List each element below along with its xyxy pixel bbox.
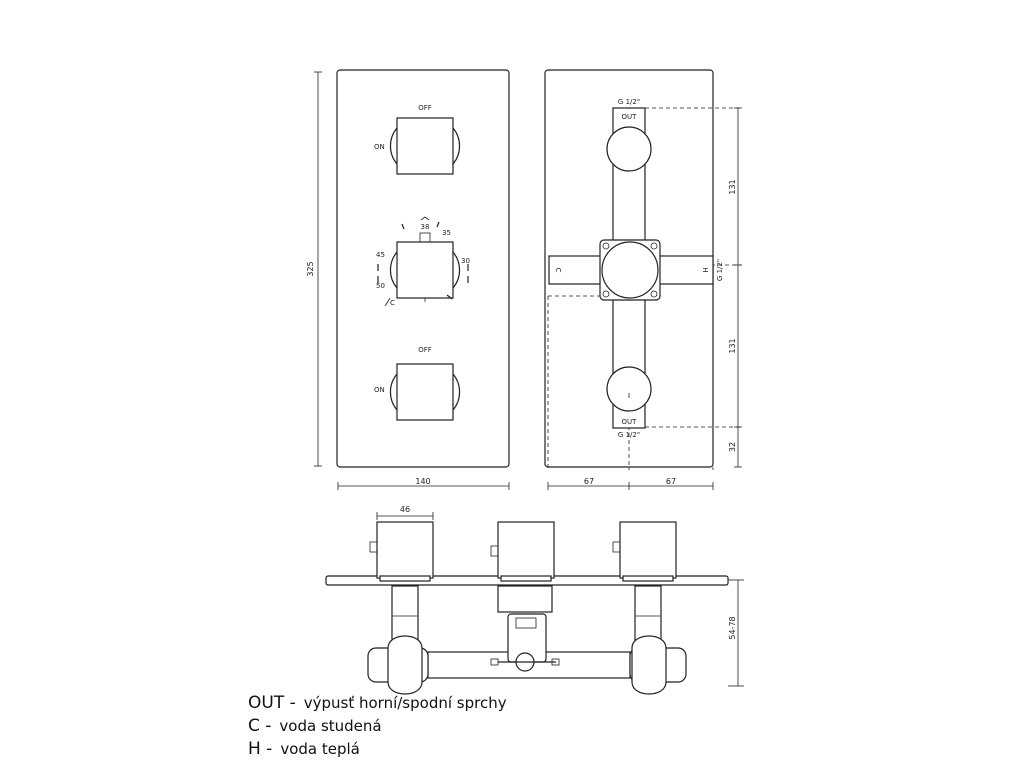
front-height-value: 325 xyxy=(306,261,315,276)
rear-upper-distance: 131 xyxy=(728,179,737,194)
temp-c-label: C xyxy=(390,299,395,307)
rear-bottom-distance: 32 xyxy=(728,442,737,452)
rear-bottom-out-label: OUT xyxy=(622,418,638,426)
legend-text: výpusť horní/spodní sprchy xyxy=(303,694,507,712)
legend-text: voda teplá xyxy=(280,740,360,758)
rear-lower-valve xyxy=(606,366,652,412)
legend-row-cold: C - voda studená xyxy=(248,715,507,738)
rear-bottom-thread-label: G 1/2" xyxy=(618,431,640,439)
rear-right-distance: 67 xyxy=(666,477,676,486)
rear-top-thread-label: G 1/2" xyxy=(618,98,640,106)
legend-key: OUT - xyxy=(248,693,296,713)
legend-row-hot: H - voda teplá xyxy=(248,738,507,761)
rear-top-out-label: OUT xyxy=(622,113,638,121)
temp-30-label: 30 xyxy=(461,257,470,265)
rear-left-distance: 67 xyxy=(584,477,594,486)
side-handle-width: 46 xyxy=(400,505,410,514)
thermostat-handle xyxy=(389,232,461,302)
side-handle-right xyxy=(612,521,677,582)
rear-hot-label: H xyxy=(701,267,709,272)
top-on-label: ON xyxy=(374,143,385,151)
side-depth-dimension xyxy=(728,579,744,687)
bottom-off-label: OFF xyxy=(418,346,432,354)
top-valve-handle xyxy=(389,117,461,175)
rear-cold-label: C xyxy=(554,268,562,273)
side-handle-dimension xyxy=(376,512,434,520)
front-view: OFF ON 38 35 45 30 50 C xyxy=(306,69,510,490)
side-view: 46 xyxy=(325,505,744,695)
front-width-dimension xyxy=(337,482,510,490)
side-stems xyxy=(391,585,662,647)
temp-38-label: 38 xyxy=(421,223,430,231)
front-plate xyxy=(336,69,510,468)
rear-right-thread-label: G 1/2" xyxy=(716,259,724,281)
side-pipe-assembly xyxy=(367,613,687,695)
rear-vertical-dimensions xyxy=(734,107,742,468)
legend-key: H - xyxy=(248,739,273,759)
top-off-label: OFF xyxy=(418,104,432,112)
rear-upper-valve xyxy=(606,126,652,172)
bottom-on-label: ON xyxy=(374,386,385,394)
side-depth-value: 54-78 xyxy=(728,616,737,639)
temp-35-label: 35 xyxy=(442,229,451,237)
side-handle-middle xyxy=(490,521,555,582)
rear-horizontal-dimensions xyxy=(547,482,714,490)
temp-45-label: 45 xyxy=(376,251,385,259)
thermostat-scale-ticks xyxy=(377,216,469,307)
bottom-valve-handle xyxy=(389,363,461,421)
legend-row-out: OUT - výpusť horní/spodní sprchy xyxy=(248,692,507,715)
rear-view: G 1/2" OUT C H G 1/2" OUT G 1/2" 131 131… xyxy=(544,69,742,490)
legend-key: C - xyxy=(248,716,272,736)
front-height-dimension xyxy=(314,71,322,467)
rear-lower-distance: 131 xyxy=(728,338,737,353)
front-width-value: 140 xyxy=(415,477,430,486)
rear-mixer-body xyxy=(599,239,661,301)
temp-50-label: 50 xyxy=(376,282,385,290)
side-handle-left xyxy=(369,521,434,582)
legend: OUT - výpusť horní/spodní sprchy C - voda … xyxy=(248,692,507,761)
legend-text: voda studená xyxy=(279,717,382,735)
